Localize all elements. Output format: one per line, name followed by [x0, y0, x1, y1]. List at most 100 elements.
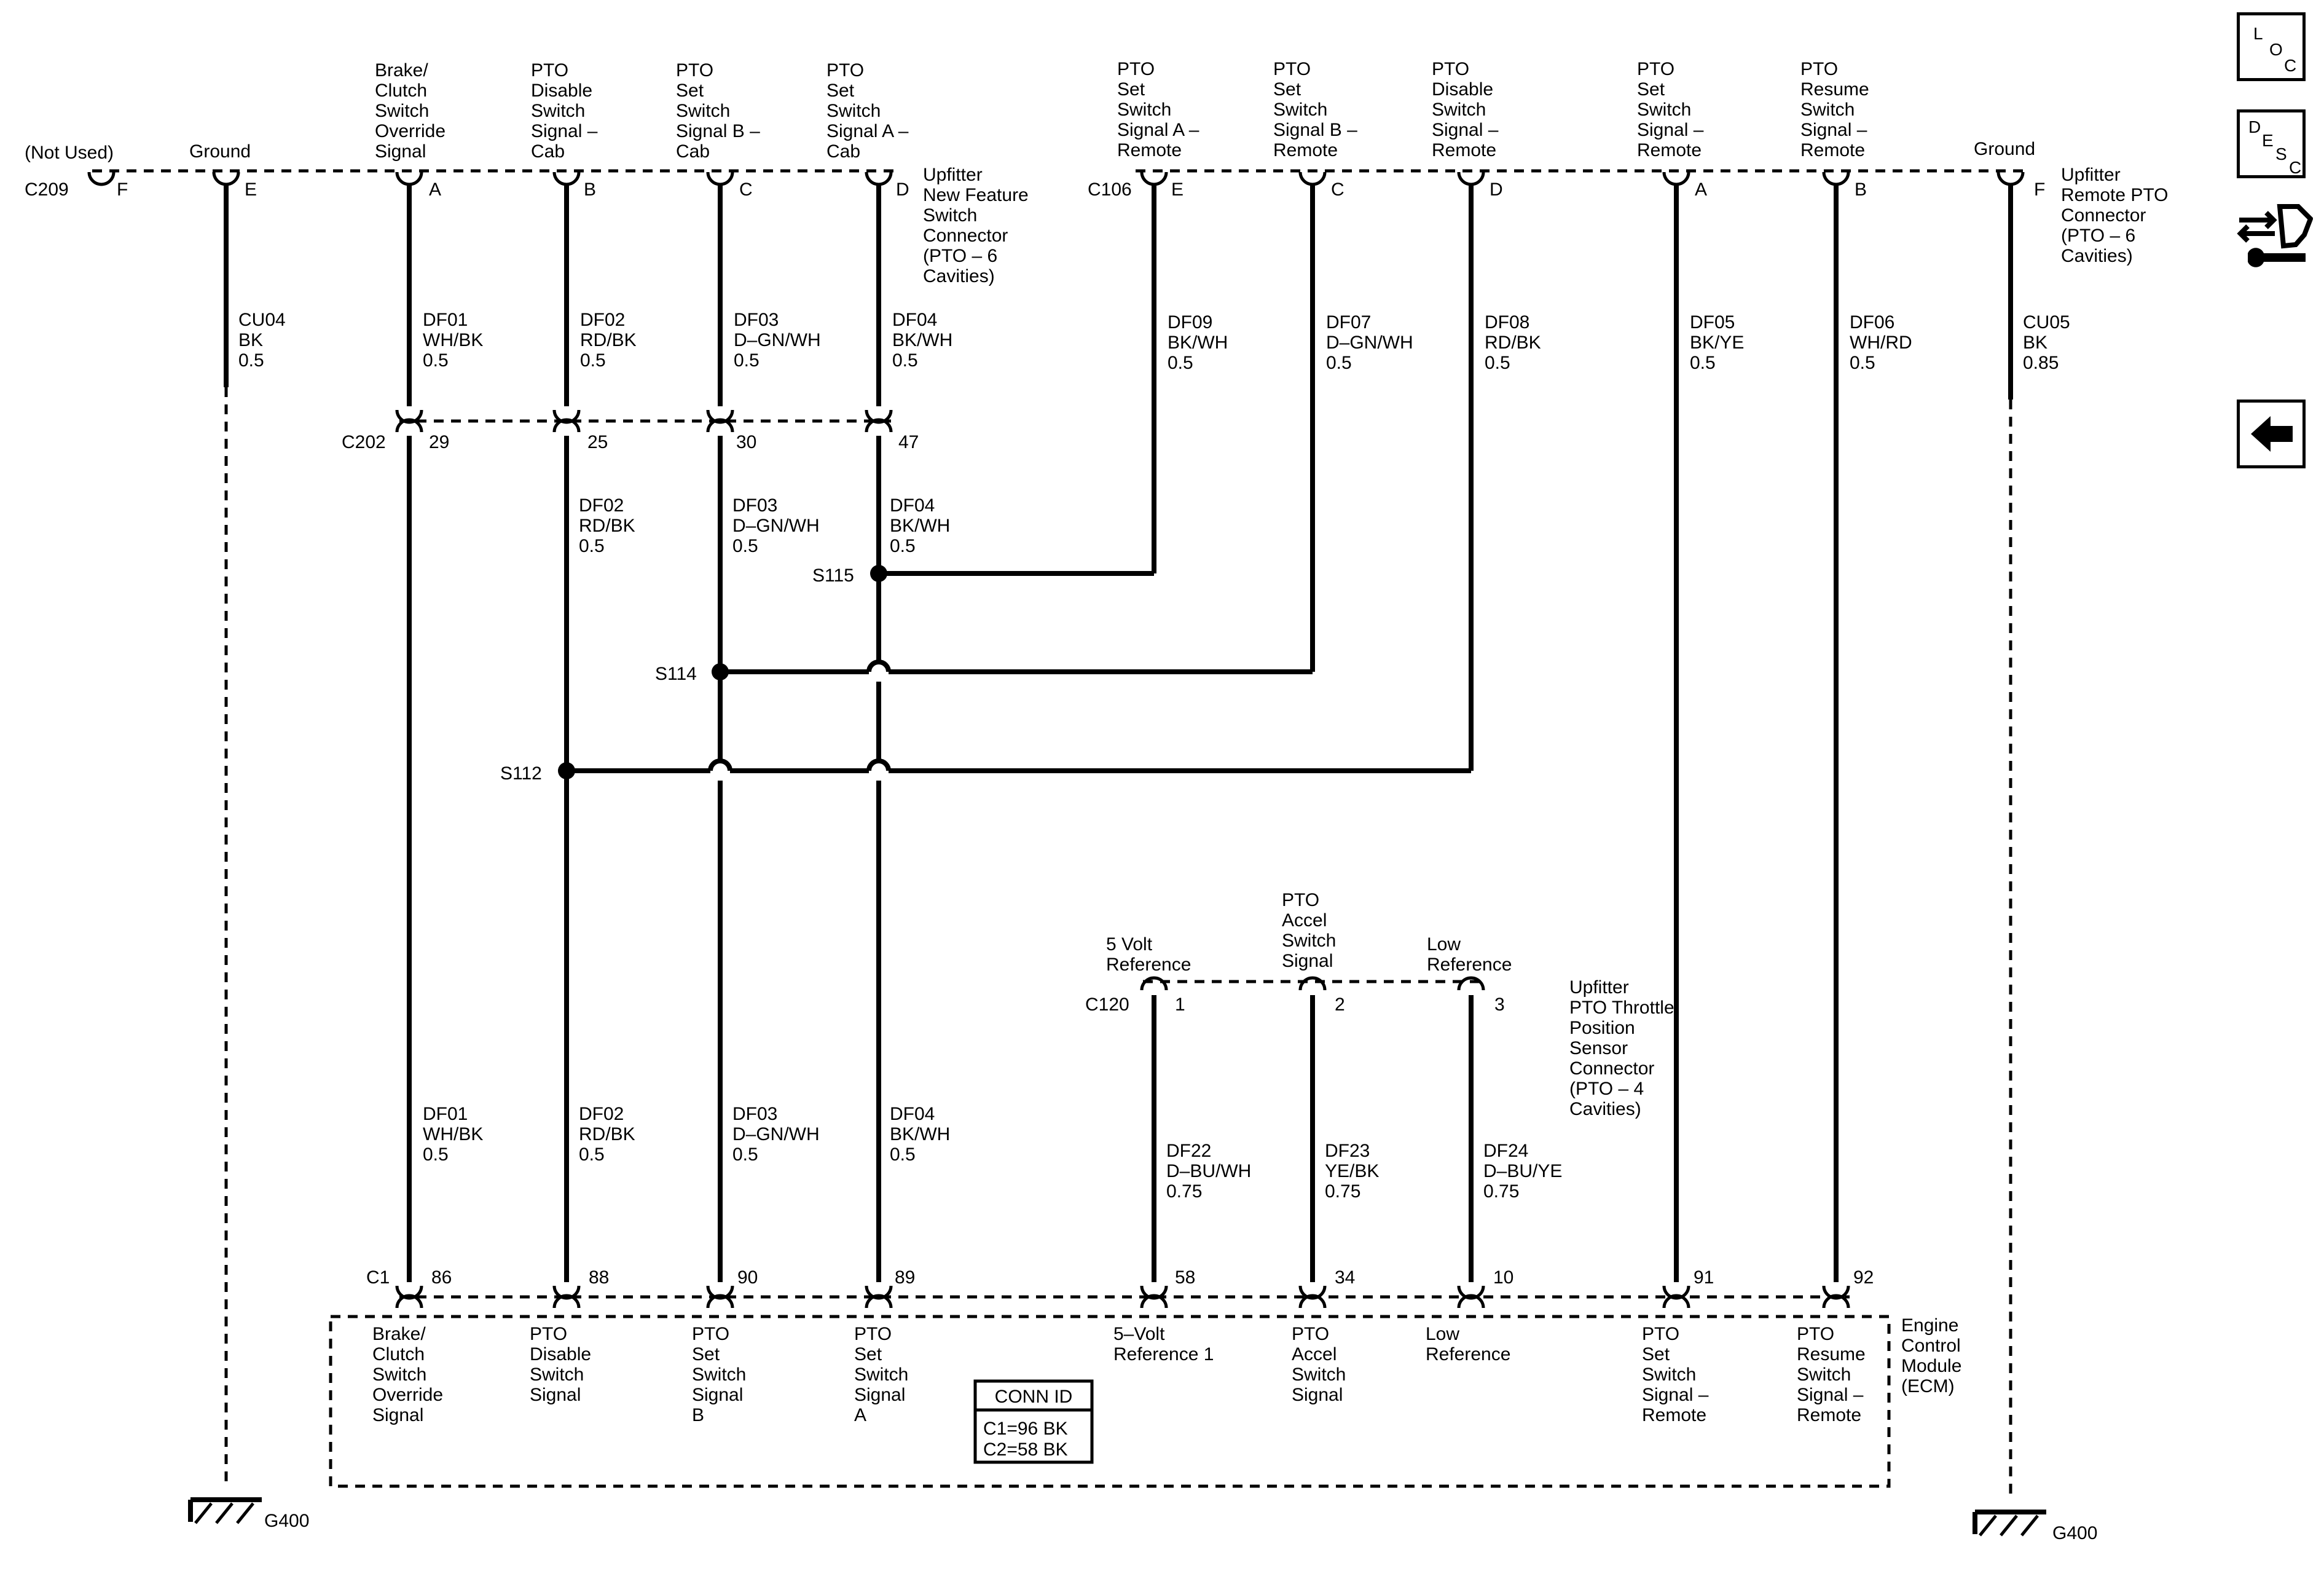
cavity-df05: [1662, 171, 1690, 186]
ecm-pin-label-4-line-3: Switch: [854, 1364, 908, 1385]
cavity-cu04: [212, 171, 240, 186]
wire-df24-label-line-2: D–BU/YE: [1483, 1161, 1562, 1181]
pin-c202-47: 47: [898, 432, 919, 452]
wire-crossover-s112-b: [866, 758, 891, 771]
cavity-c202-df02-lower: [552, 418, 581, 433]
ground-g400-left-label: G400: [264, 1511, 309, 1531]
back-button[interactable]: [2237, 400, 2306, 468]
connector-c106-name-line-3: Connector: [2061, 205, 2146, 226]
cavity-c202-df04-lower: [865, 418, 893, 433]
ecm-pin-label-4-line-5: A: [854, 1405, 866, 1425]
wire-df04-label-upper-line-2: BK/WH: [892, 330, 952, 350]
pin-c209-a: A: [429, 179, 441, 200]
connector-view-button[interactable]: [2237, 197, 2314, 267]
cavity-c1-8-lower: [1662, 1294, 1690, 1309]
cavity-c1-8-upper: [1662, 1285, 1690, 1300]
pin-c1-88: 88: [589, 1267, 609, 1288]
ground-g400-right-hatch-3: [2020, 1514, 2039, 1537]
label-brake-clutch-override-line-1: Brake/: [375, 60, 428, 81]
pin-c1-58: 58: [1175, 1267, 1195, 1288]
connector-c209-name-line-6: Cavities): [923, 266, 995, 286]
wire-df02-label-mid-line-2: RD/BK: [579, 516, 635, 536]
label-resume-remote-line-4: Signal –: [1800, 120, 1867, 140]
connector-c120-name-line-5: Connector: [1569, 1058, 1654, 1079]
cavity-c120-2: [1298, 976, 1327, 991]
label-brake-clutch-override-line-2: Clutch: [375, 81, 427, 101]
wire-df03-label-upper-line-2: D–GN/WH: [734, 330, 821, 350]
connector-c209-name-line-1: Upfitter: [923, 165, 983, 185]
label-disable-remote-line-3: Switch: [1432, 100, 1486, 120]
label-brake-clutch-override-line-3: Switch: [375, 101, 429, 121]
label-set-b-cab-line-2: Set: [676, 81, 704, 101]
ecm-pin-label-8-line-4: Signal –: [1642, 1385, 1709, 1405]
label-resume-remote-line-2: Resume: [1800, 79, 1869, 100]
ground-g400-left-hatch-3: [236, 1502, 254, 1524]
wire-df07-label-line-2: D–GN/WH: [1326, 333, 1413, 353]
label-set-a-cab-line-1: PTO: [826, 60, 864, 81]
splice-s114: [712, 663, 729, 680]
connector-c209-name-line-3: Switch: [923, 205, 977, 226]
cavity-c202-df03-upper: [706, 409, 734, 424]
label-disable-cab-line-1: PTO: [531, 60, 568, 81]
ecm-pin-label-3-line-1: PTO: [692, 1324, 729, 1344]
cavity-df09: [1140, 171, 1168, 186]
loc-button[interactable]: L O C: [2237, 12, 2306, 81]
cavity-c1-3-lower: [706, 1294, 734, 1309]
label-resume-remote-line-5: Remote: [1800, 140, 1865, 160]
connector-c209-id: C209: [25, 179, 69, 200]
wire-df01-label-lower-line-1: DF01: [423, 1104, 468, 1124]
splice-s112-label: S112: [500, 763, 542, 784]
connector-c106-name-line-4: (PTO – 6: [2061, 226, 2135, 246]
wire-df07-label-line-3: 0.5: [1326, 353, 1352, 373]
cavity-df02: [552, 171, 581, 186]
ground-g400-right-hatch-2: [2000, 1514, 2018, 1537]
desc-button[interactable]: D E S C: [2237, 109, 2306, 178]
wire-crossover-s114: [866, 660, 891, 672]
desc-letter-c: C: [2289, 158, 2302, 177]
pin-c106-d: D: [1490, 179, 1503, 200]
connector-c209-name-line-4: Connector: [923, 226, 1008, 246]
connector-c120-name-line-4: Sensor: [1569, 1038, 1628, 1058]
wire-df03-label-upper-line-3: 0.5: [734, 350, 760, 371]
label-disable-cab-line-2: Disable: [531, 81, 592, 101]
ecm-pin-label-8-line-5: Remote: [1642, 1405, 1706, 1425]
wire-df04-label-lower-line-3: 0.5: [890, 1144, 916, 1165]
wire-df09-label-line-1: DF09: [1168, 312, 1212, 333]
label-pto-accel-signal-line-2: Accel: [1282, 910, 1327, 931]
cavity-c1-7-upper: [1457, 1285, 1485, 1300]
connector-c209-name-line-2: New Feature: [923, 185, 1029, 205]
label-set-a-cab-line-2: Set: [826, 81, 855, 101]
cavity-c1-9-lower: [1822, 1294, 1850, 1309]
conn-id-c2: C2=58 BK: [983, 1439, 1068, 1460]
splice-s112: [558, 762, 575, 779]
ecm-pin-label-1-line-3: Switch: [372, 1364, 426, 1385]
label-set-a-cab-line-5: Cab: [826, 141, 860, 162]
label-low-reference-line-2: Reference: [1427, 955, 1512, 975]
ecm-name-line-3: Module: [1901, 1356, 1961, 1376]
pin-c1-90: 90: [737, 1267, 758, 1288]
wire-df23-label-line-3: 0.75: [1325, 1181, 1360, 1202]
wire-df09-label-line-2: BK/WH: [1168, 333, 1228, 353]
wire-cu04-label-line-3: 0.5: [238, 350, 264, 371]
loc-letter-c: C: [2284, 56, 2297, 75]
pin-c209-f: F: [117, 179, 128, 200]
ecm-pin-label-6-line-3: Switch: [1292, 1364, 1346, 1385]
ground-g400-right-label: G400: [2052, 1523, 2097, 1543]
label-pto-accel-signal-line-3: Switch: [1282, 931, 1336, 951]
label-set-remote-line-1: PTO: [1637, 59, 1674, 79]
wire-df04-label-upper-line-3: 0.5: [892, 350, 918, 371]
splice-s114-label: S114: [655, 664, 697, 684]
ecm-pin-label-9-line-4: Signal –: [1797, 1385, 1864, 1405]
connector-c202-id: C202: [342, 432, 386, 452]
pin-c1-89: 89: [895, 1267, 915, 1288]
ground-g400-right-hatch-1: [1979, 1514, 1997, 1537]
ecm-pin-label-2-line-1: PTO: [530, 1324, 567, 1344]
loc-letter-l: L: [2253, 24, 2263, 43]
pin-c106-f: F: [2034, 179, 2045, 200]
label-set-b-cab-line-1: PTO: [676, 60, 713, 81]
ecm-pin-label-6-line-4: Signal: [1292, 1385, 1343, 1405]
ecm-pin-label-9-line-2: Resume: [1797, 1344, 1866, 1364]
wire-df02-label-lower-line-3: 0.5: [579, 1144, 605, 1165]
cavity-c209-f: [87, 171, 116, 186]
wire-df01-label-upper-line-1: DF01: [423, 310, 468, 330]
